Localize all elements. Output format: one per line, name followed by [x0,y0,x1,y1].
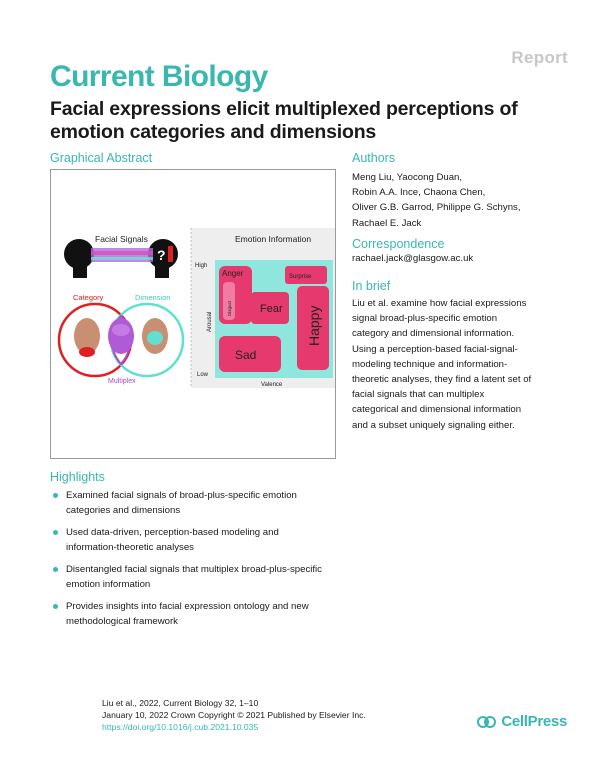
authors-line[interactable]: Robin A.A. Ince, Chaona Chen, [352,187,486,199]
fear-label: Fear [260,303,283,315]
bullet-icon [53,603,58,609]
valence-axis-label: Valence [261,382,283,388]
highlight-line: Examined facial signals of broad-plus-sp… [66,490,297,501]
graphical-abstract-figure: Facial Signals ? Category Dimension [51,228,335,388]
dimension-label: Dimension [135,293,170,302]
anger-label: Anger [222,269,244,278]
in-brief-line: modeling technique and information- [352,358,508,370]
surprise-box [285,266,327,284]
report-label: Report [511,48,568,67]
multiplex-face-icon [108,318,134,354]
doi-link[interactable]: https://doi.org/10.1016/j.cub.2021.10.03… [102,722,259,732]
in-brief-line: facial signals that can multiplex [352,389,485,401]
disgust-box [223,282,235,320]
highlights-heading: Highlights [50,470,105,484]
axis-low-label: Low [197,372,209,378]
happy-label: Happy [306,306,322,346]
category-label: Category [73,293,104,302]
highlight-item: Examined facial signals of broad-plus-sp… [50,488,350,518]
right-head-icon: ? [148,239,178,278]
in-brief-line: category and dimensional information. [352,328,515,340]
citation-line: Liu et al., 2022, Current Biology 32, 1–… [102,698,259,708]
bullet-icon [53,529,58,535]
copyright-line: January 10, 2022 Crown Copyright © 2021 … [102,710,366,720]
highlight-line: emotion information [66,579,151,591]
facial-signals-label: Facial Signals [95,234,148,244]
arousal-axis-label: Arousal [207,312,213,332]
highlight-line: Used data-driven, perception-based model… [66,526,279,538]
axis-high-label: High [195,263,207,269]
disgust-label: Disgust [227,300,232,316]
highlight-item: Used data-driven, perception-based model… [50,525,350,555]
left-head-icon [64,239,94,278]
in-brief-line: and a subset uniquely signaling either. [352,419,515,431]
cellpress-wordmark: CellPress [501,713,567,730]
highlight-item: Provides insights into facial expression… [50,599,350,629]
dimension-face-icon [142,318,168,354]
authors-line[interactable]: Oliver G.B. Garrod, Philippe G. Schyns, [352,202,521,214]
cellpress-logo-icon [477,715,497,728]
svg-text:?: ? [157,247,166,263]
bullet-icon [53,493,58,498]
highlight-line: Provides insights into facial expression… [66,600,309,612]
highlight-line: information-theoretic analyses [66,542,194,554]
article-title: Facial expressions elicit multiplexed pe… [50,98,518,143]
correspondence-heading: Correspondence [352,237,445,251]
emotion-information-label: Emotion Information [235,234,311,244]
highlight-line: methodological framework [66,615,178,627]
highlight-line: categories and dimensions [66,505,181,517]
in-brief-text: Liu et al. examine how facial expression… [352,296,570,433]
cellpress-logo[interactable]: CellPress [477,713,567,730]
sad-label: Sad [235,348,256,362]
multiplex-label: Multiplex [108,378,136,385]
correspondence-email[interactable]: rachael.jack@glasgow.ac.uk [352,253,474,264]
highlight-item: Disentangled facial signals that multipl… [50,562,350,592]
highlights-list: Examined facial signals of broad-plus-sp… [50,488,350,636]
authors-line[interactable]: Meng Liu, Yaocong Duan, [352,172,463,183]
citation-block: Liu et al., 2022, Current Biology 32, 1–… [102,697,366,733]
bullet-icon [53,566,58,572]
highlight-line: Disentangled facial signals that multipl… [66,563,322,575]
sad-box [219,336,281,372]
in-brief-line: signal broad-plus-specific emotion [352,313,498,325]
in-brief-line: categorical and dimensional information [352,404,522,416]
in-brief-line: theoretic analyses, they find a latent s… [352,374,532,386]
in-brief-heading: In brief [352,279,391,293]
authors-list: Meng Liu, Yaocong Duan, Robin A.A. Ince,… [352,170,567,231]
journal-name[interactable]: Current Biology [50,60,268,93]
surprise-label: Surprise [289,274,312,280]
happy-box [297,286,329,370]
fear-box [251,292,289,324]
graphical-abstract: Facial Signals ? Category Dimension [50,169,336,459]
authors-heading: Authors [352,151,396,165]
authors-line[interactable]: Rachael E. Jack [352,217,422,229]
category-face-icon [74,318,100,357]
graphical-abstract-heading: Graphical Abstract [50,151,153,165]
in-brief-line: Liu et al. examine how facial expression… [352,298,527,309]
in-brief-line: Using a perception-based facial-signal- [352,343,518,355]
